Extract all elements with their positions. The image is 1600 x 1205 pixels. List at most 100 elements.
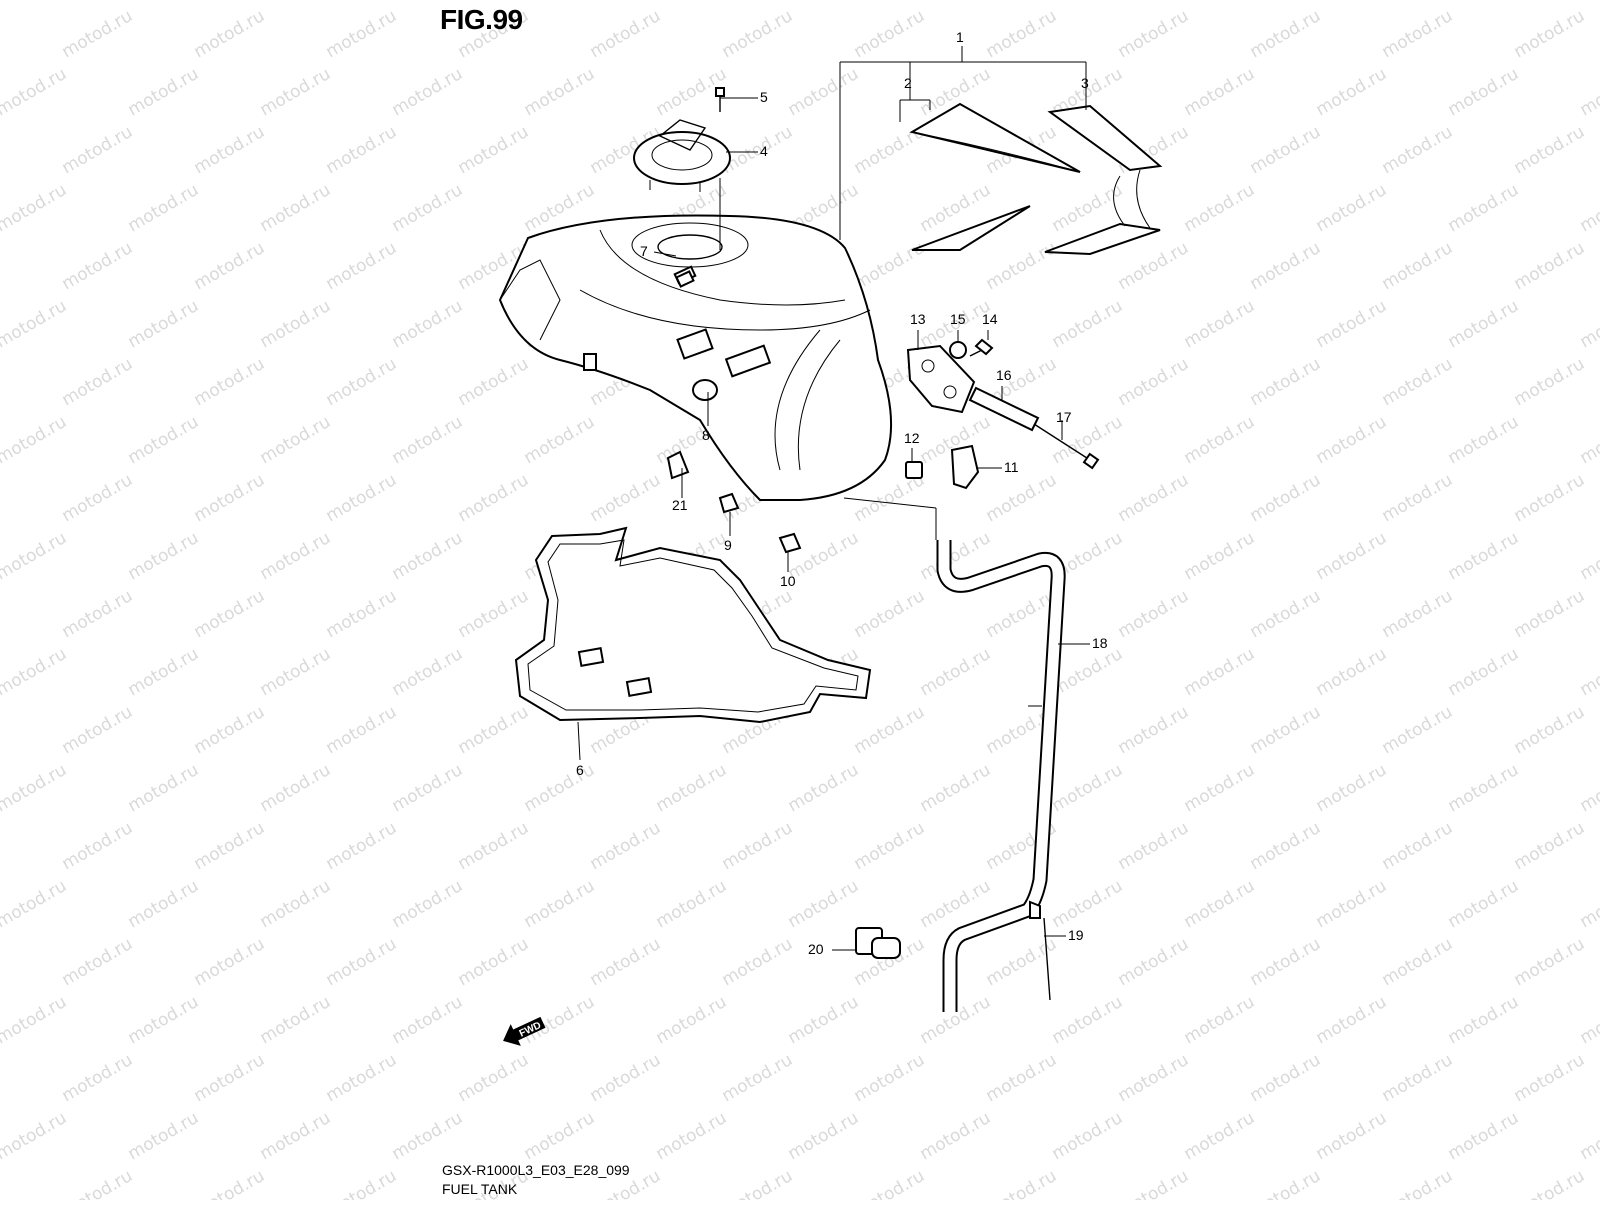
watermark-text: motod.ru [1445,760,1523,816]
watermark-text: motod.ru [0,702,4,758]
watermark-text: motod.ru [1313,296,1391,352]
callout-18: 18 [1092,635,1108,651]
watermark-text: motod.ru [1577,64,1600,120]
watermark-text: motod.ru [983,6,1061,62]
watermark-text: motod.ru [59,702,137,758]
watermark-text: motod.ru [455,354,533,410]
watermark-text: motod.ru [1313,412,1391,468]
watermark-text: motod.ru [191,1050,269,1106]
watermark-text: motod.ru [1445,0,1523,4]
watermark-text: motod.ru [59,586,137,642]
watermark-text: motod.ru [389,64,467,120]
watermark-text: motod.ru [1313,644,1391,700]
watermark-text: motod.ru [257,412,335,468]
watermark-text: motod.ru [1511,6,1589,62]
watermark-text: motod.ru [257,760,335,816]
callout-14: 14 [982,311,998,327]
watermark-text: motod.ru [191,470,269,526]
watermark-text: motod.ru [59,122,137,178]
watermark-text: motod.ru [587,934,665,990]
watermark-text: motod.ru [389,644,467,700]
watermark-text: motod.ru [785,992,863,1048]
watermark-text: motod.ru [521,992,599,1048]
watermark-text: motod.ru [257,64,335,120]
watermark-text: motod.ru [1247,586,1325,642]
watermark-text: motod.ru [455,702,533,758]
watermark-text: motod.ru [1577,296,1600,352]
watermark-text: motod.ru [0,412,70,468]
watermark-text: motod.ru [1379,818,1457,874]
callout-5: 5 [760,89,768,105]
watermark-text: motod.ru [455,1050,533,1106]
watermark-text: motod.ru [389,992,467,1048]
watermark-text: motod.ru [257,1108,335,1164]
watermark-text: motod.ru [1379,934,1457,990]
watermark-text: motod.ru [257,876,335,932]
watermark-text: motod.ru [1577,644,1600,700]
watermark-text: motod.ru [1181,0,1259,4]
watermark-text: motod.ru [125,412,203,468]
watermark-text: motod.ru [257,180,335,236]
watermark-text: motod.ru [0,992,70,1048]
watermark-text: motod.ru [1247,354,1325,410]
watermark-text: motod.ru [1445,412,1523,468]
watermark-text: motod.ru [653,876,731,932]
watermark-text: motod.ru [59,238,137,294]
watermark-text: motod.ru [785,1108,863,1164]
watermark-text: motod.ru [653,760,731,816]
watermark-text: motod.ru [191,354,269,410]
watermark-text: motod.ru [1181,876,1259,932]
watermark-text: motod.ru [1115,702,1193,758]
watermark-text: motod.ru [1181,760,1259,816]
callout-10: 10 [780,573,796,589]
watermark-text: motod.ru [389,528,467,584]
watermark-text: motod.ru [1115,238,1193,294]
fuel-tank-body [500,215,891,500]
callout-20: 20 [808,941,824,957]
watermark-text: motod.ru [1577,0,1600,4]
watermark-text: motod.ru [1511,818,1589,874]
watermark-text: motod.ru [1247,238,1325,294]
watermark-text: motod.ru [1247,1166,1325,1200]
watermark-text: motod.ru [1247,1050,1325,1106]
figure-name: FUEL TANK [442,1181,517,1197]
watermark-text: motod.ru [191,6,269,62]
watermark-text: motod.ru [1115,6,1193,62]
watermark-text: motod.ru [1181,180,1259,236]
watermark-text: motod.ru [455,470,533,526]
callout-19: 19 [1068,927,1084,943]
watermark-text: motod.ru [851,1050,929,1106]
watermark-text: motod.ru [323,470,401,526]
watermark-text: motod.ru [1511,934,1589,990]
watermark-text: motod.ru [1049,296,1127,352]
watermark-text: motod.ru [1511,702,1589,758]
watermark-text: motod.ru [851,1166,929,1200]
watermark-text: motod.ru [1511,354,1589,410]
watermark-text: motod.ru [1379,1050,1457,1106]
watermark-text: motod.ru [521,760,599,816]
callout-9: 9 [724,537,732,553]
watermark-text: motod.ru [587,1050,665,1106]
clip-part-9 [720,494,738,512]
watermark-text: motod.ru [1115,1166,1193,1200]
callout-16: 16 [996,367,1012,383]
watermark-text: motod.ru [719,934,797,990]
callout-17: 17 [1056,409,1072,425]
watermark-text: motod.ru [1049,760,1127,816]
watermark-text: motod.ru [1247,934,1325,990]
watermark-text: motod.ru [125,296,203,352]
watermark-text: motod.ru [1181,296,1259,352]
watermark-text: motod.ru [1115,818,1193,874]
watermark-text: motod.ru [59,1166,137,1200]
watermark-text: motod.ru [587,470,665,526]
watermark-text: motod.ru [59,470,137,526]
watermark-text: motod.ru [125,644,203,700]
watermark-text: motod.ru [125,0,203,4]
watermark-text: motod.ru [323,818,401,874]
watermark-text: motod.ru [0,818,4,874]
watermark-text: motod.ru [0,238,4,294]
watermark-text: motod.ru [389,1108,467,1164]
watermark-text: motod.ru [1049,0,1127,4]
callout-21: 21 [672,497,688,513]
watermark-text: motod.ru [851,702,929,758]
